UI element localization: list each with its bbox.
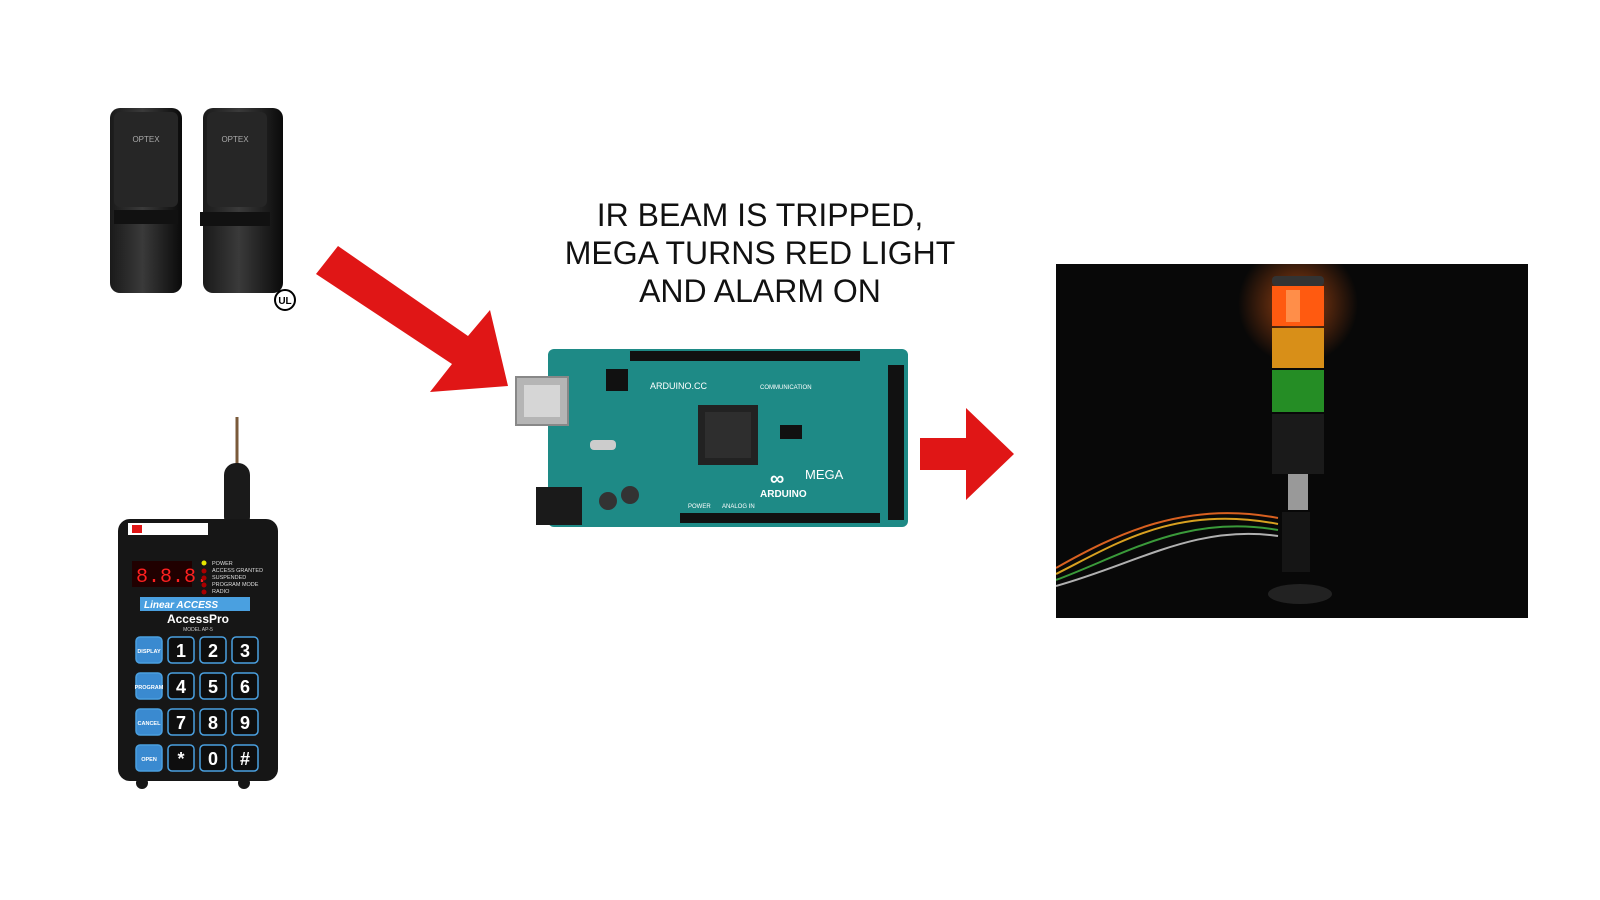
board-model-label: MEGA — [805, 467, 844, 482]
keypad-key — [167, 744, 195, 772]
keypad-key — [199, 744, 227, 772]
ir-beam-sensor-icon: OPTEX OPTEX UL — [100, 100, 310, 320]
keypad-key — [231, 672, 259, 700]
keypad-key-label: 6 — [240, 677, 250, 697]
keypad-model: MODEL AP-5 — [183, 627, 213, 633]
keypad-key — [231, 708, 259, 736]
keypad-key — [167, 672, 195, 700]
caption-line-2: MEGA TURNS RED LIGHT — [564, 235, 956, 271]
keypad-key — [135, 672, 163, 700]
keypad-key-label: * — [177, 749, 184, 769]
keypad-key-label: OPEN — [141, 757, 157, 763]
sensor-brand-left: OPTEX — [132, 135, 160, 144]
status-line-2: ACCESS GRANTED — [212, 568, 263, 574]
caption-line-3: AND ALARM ON — [639, 273, 881, 309]
keypad-key — [199, 636, 227, 664]
keypad-key-label: 3 — [240, 641, 250, 661]
keypad-key-label: 7 — [176, 713, 186, 733]
keypad-key — [135, 636, 163, 664]
board-name-label: ARDUINO — [760, 489, 807, 500]
keypad-key-label: 2 — [208, 641, 218, 661]
caption-line-1: IR BEAM IS TRIPPED, — [596, 197, 924, 233]
keypad-key-label: 8 — [208, 713, 218, 733]
keypad-display: 8.8.8. — [136, 566, 208, 589]
keypad-key-label: 9 — [240, 713, 250, 733]
status-line-1: POWER — [212, 561, 233, 567]
keypad-product: AccessPro — [167, 612, 229, 626]
keypad-brand: Linear ACCESS — [144, 600, 218, 611]
status-line-3: SUSPENDED — [212, 575, 246, 581]
keypad-key — [231, 744, 259, 772]
keypad-key — [199, 708, 227, 736]
keypad-key — [135, 744, 163, 772]
keypad-key-label: CANCEL — [138, 721, 162, 727]
keypad-key — [167, 636, 195, 664]
keypad-key-label: PROGRAM — [135, 685, 164, 691]
arrow-icon — [918, 404, 1018, 504]
diagram-caption: IR BEAM IS TRIPPED, MEGA TURNS RED LIGHT… — [500, 196, 1020, 310]
keypad-key-label: 0 — [208, 749, 218, 769]
status-line-4: PROGRAM MODE — [212, 582, 259, 588]
keypad-key — [167, 708, 195, 736]
board-site-label: ARDUINO.CC — [650, 381, 708, 391]
keypad-key — [231, 636, 259, 664]
status-line-5: RADIO — [212, 589, 230, 595]
board-analog-label: ANALOG IN — [722, 504, 755, 510]
keypad-key-label: # — [240, 749, 250, 769]
sensor-brand-right: OPTEX — [221, 135, 249, 144]
board-comm-label: COMMUNICATION — [760, 385, 812, 391]
svg-text:∞: ∞ — [770, 468, 784, 490]
keypad-key-label: 4 — [176, 677, 186, 697]
keypad-device-icon: 8.8.8. POWER ACCESS GRANTED SUSPENDED PR… — [110, 415, 290, 795]
keypad-key — [135, 708, 163, 736]
arrow-icon — [308, 240, 518, 400]
keypad-key-label: 5 — [208, 677, 218, 697]
keypad-key-label: 1 — [176, 641, 186, 661]
keypad-key — [199, 672, 227, 700]
signal-tower-light-icon — [1056, 264, 1528, 618]
board-power-label: POWER — [688, 504, 711, 510]
ul-mark: UL — [278, 296, 291, 307]
arduino-mega-board-icon: ∞ MEGA ARDUINO ARDUINO.CC POWER ANALOG I… — [510, 345, 930, 555]
keypad-key-label: DISPLAY — [137, 649, 161, 655]
